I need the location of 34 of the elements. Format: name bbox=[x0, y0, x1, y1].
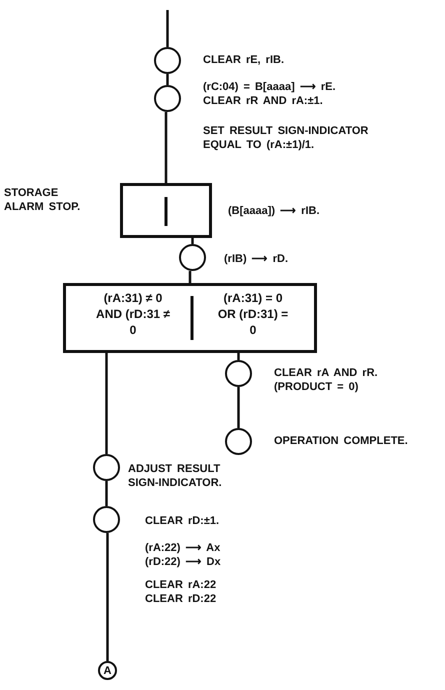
process-circle bbox=[225, 360, 252, 387]
condition-text: (rA:31) ≠ 0 AND (rD:31 ≠ 0 bbox=[95, 290, 171, 338]
flow-line bbox=[164, 112, 168, 183]
flow-line bbox=[237, 353, 240, 360]
step-note: ADJUST RESULT SIGN-INDICATOR. bbox=[128, 462, 223, 490]
step-note: CLEAR rE, rIB. bbox=[203, 53, 286, 67]
step-note: SET RESULT SIGN-INDICATOR EQUAL TO (rA:±1)/1. bbox=[203, 124, 370, 152]
flow-line bbox=[166, 10, 169, 47]
process-circle bbox=[225, 428, 252, 455]
flow-line bbox=[105, 481, 108, 506]
step-note: (B[aaaa]) ⟶ rIB. bbox=[228, 204, 321, 218]
flow-line bbox=[188, 271, 192, 283]
step-note: CLEAR rA AND rR. (PRODUCT = 0) bbox=[274, 366, 379, 394]
flow-line bbox=[166, 74, 169, 85]
process-circle bbox=[154, 85, 181, 112]
flow-line bbox=[237, 387, 240, 428]
flow-line bbox=[106, 533, 109, 661]
process-circle bbox=[93, 506, 120, 533]
step-note: (rIB) ⟶ rD. bbox=[224, 252, 289, 266]
process-circle bbox=[93, 454, 120, 481]
process-circle bbox=[154, 47, 181, 74]
step-note: CLEAR rA:22 CLEAR rD:22 bbox=[145, 578, 218, 606]
process-circle bbox=[179, 244, 206, 271]
step-note: STORAGE ALARM STOP. bbox=[4, 186, 82, 214]
step-note: CLEAR rD:±1. bbox=[145, 514, 220, 528]
flow-line bbox=[105, 353, 108, 454]
step-note: OPERATION COMPLETE. bbox=[274, 434, 409, 448]
step-note: (rA:22) ⟶ Ax (rD:22) ⟶ Dx bbox=[145, 541, 222, 569]
condition-text: (rA:31) = 0 OR (rD:31) = 0 bbox=[216, 290, 290, 338]
decision-box bbox=[63, 283, 317, 353]
storage-box bbox=[120, 183, 212, 238]
step-note: (rC:04) = B[aaaa] ⟶ rE. CLEAR rR AND rA:±1. bbox=[203, 80, 337, 108]
connector-circle: A bbox=[98, 661, 117, 680]
flow-line bbox=[191, 238, 194, 244]
